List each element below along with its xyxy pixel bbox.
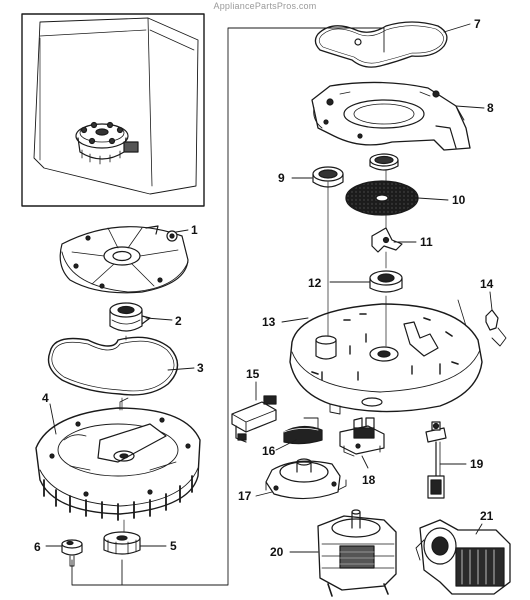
label-18: 18 (362, 473, 376, 487)
part-15-switch (231, 395, 277, 443)
part-18-solenoid (339, 417, 385, 457)
part-4-pump-base (35, 397, 201, 521)
part-13-sump-housing (289, 299, 483, 415)
part-11-chopper-blade (371, 227, 403, 253)
label-4: 4 (42, 391, 49, 405)
label-14: 14 (480, 277, 494, 291)
label-15: 15 (246, 367, 260, 381)
label-2: 2 (175, 314, 182, 328)
label-13: 13 (262, 315, 276, 329)
label-6: 6 (34, 540, 41, 554)
label-5: 5 (170, 539, 177, 553)
label-12: 12 (308, 276, 322, 290)
part-10-filter-screen (345, 180, 419, 216)
part-12-seal-ring (369, 270, 403, 293)
part-2-bearing-seal (109, 302, 151, 332)
part-ring-small (369, 153, 399, 171)
part-17-motor (265, 458, 347, 500)
label-1: 1 (191, 223, 198, 237)
label-20: 20 (270, 545, 284, 559)
label-16: 16 (262, 444, 276, 458)
assembly-guide-line (71, 27, 385, 586)
label-19: 19 (470, 457, 484, 471)
part-20-wash-motor (317, 509, 397, 597)
inset-pump-assembly (75, 121, 139, 165)
label-8: 8 (487, 101, 494, 115)
label-3: 3 (197, 361, 204, 375)
label-17: 17 (238, 489, 252, 503)
label-10: 10 (452, 193, 466, 207)
part-5-impeller (103, 531, 141, 555)
part-3-gasket (47, 336, 179, 396)
label-9: 9 (278, 171, 285, 185)
label-11: 11 (420, 235, 433, 249)
part-19-sensor-probe (425, 421, 447, 499)
part-7-top-gasket (314, 21, 448, 68)
part-21-drain-pump (415, 519, 511, 595)
part-6-pin-cap (61, 539, 83, 567)
part-9-seal-ring (312, 166, 344, 188)
callout-labels: 1 2 3 4 5 6 7 8 9 10 11 12 13 14 15 16 1… (34, 17, 494, 559)
inset-tub-view (21, 13, 205, 207)
label-21: 21 (480, 509, 494, 523)
label-7: 7 (474, 17, 481, 31)
watermark: AppliancePartsPros.com (213, 1, 317, 11)
part-14-clip (485, 309, 507, 347)
part-16-flapper (283, 417, 323, 445)
leader-lines (45, 23, 493, 553)
part-1-filter-plate (59, 225, 189, 294)
part-8-upper-cover (311, 81, 471, 151)
